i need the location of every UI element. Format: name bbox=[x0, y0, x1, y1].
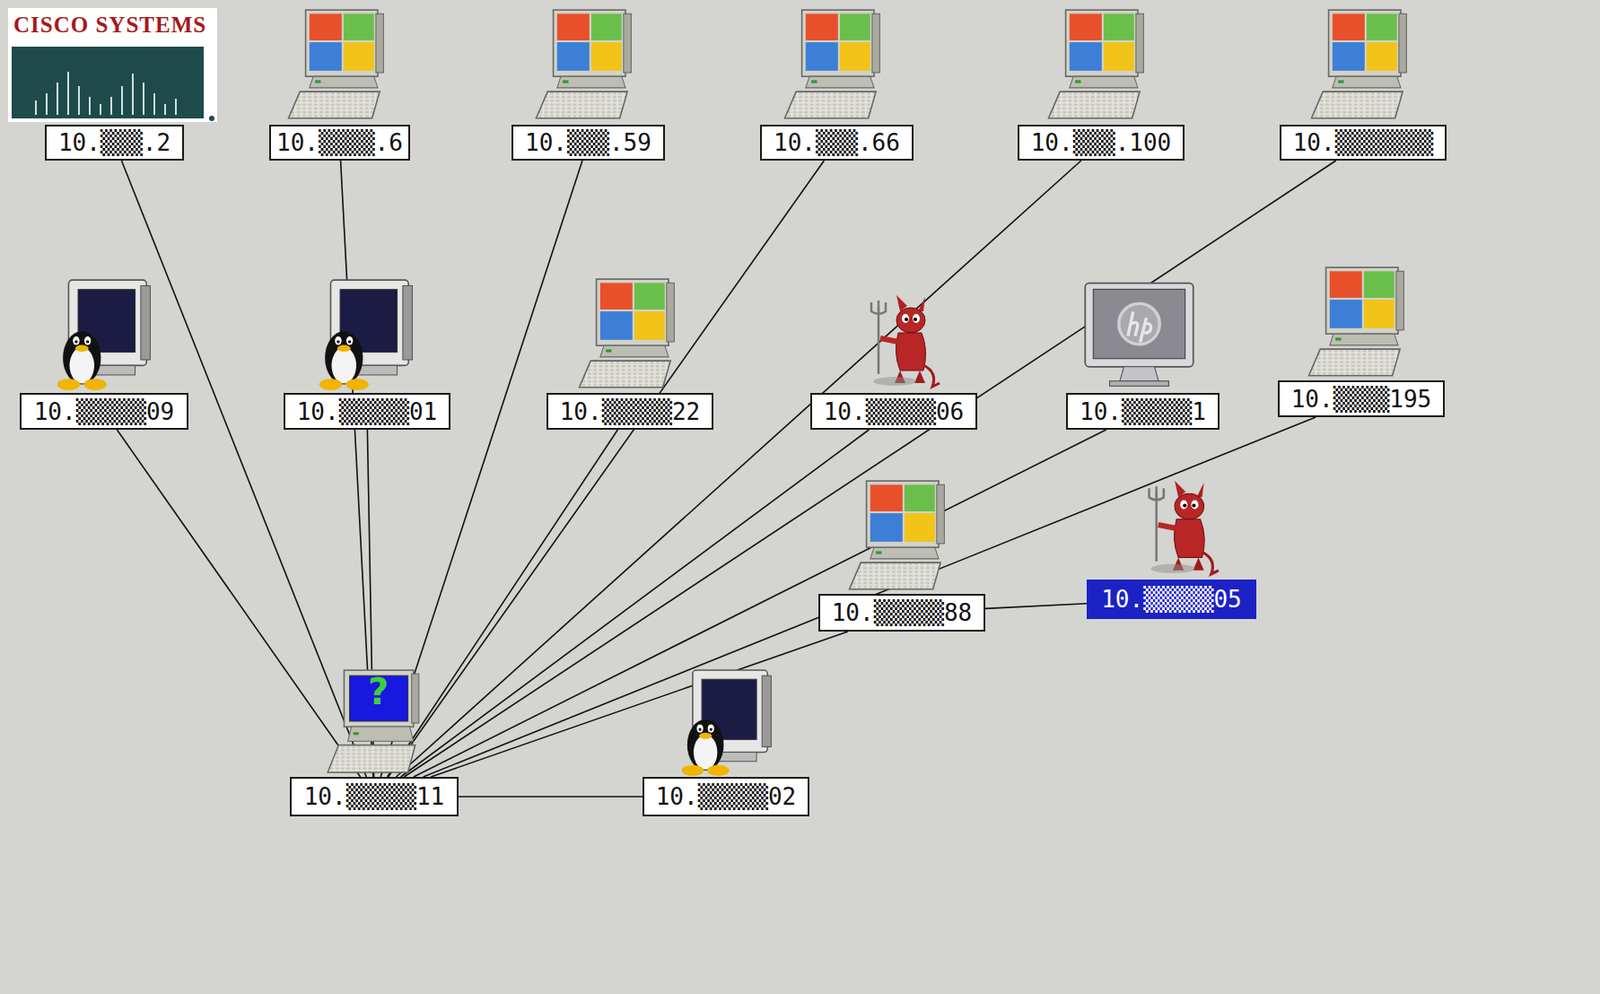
network-link bbox=[413, 429, 1107, 778]
network-link bbox=[430, 631, 849, 778]
ip-address-box: 10.▒▒▒▒.6 bbox=[269, 124, 411, 161]
ip-address-box: 10.▒▒▒.59 bbox=[511, 124, 665, 161]
ip-address-text: 10.▒▒▒▒▒09 bbox=[34, 398, 175, 426]
linux-host-icon bbox=[681, 670, 772, 777]
bsd-host-icon bbox=[871, 295, 940, 387]
ip-address-box: 10.▒▒▒▒▒▒▒ bbox=[1279, 124, 1447, 161]
ip-address-box: 10.▒▒▒▒▒06 bbox=[810, 393, 978, 430]
network-link bbox=[116, 429, 360, 778]
ip-address-text: 10.▒▒▒▒195 bbox=[1291, 385, 1433, 413]
ip-address-text: 10.▒▒▒▒▒11 bbox=[304, 783, 446, 811]
ip-address-text: 10.▒▒▒.66 bbox=[773, 129, 901, 157]
ip-address-text: 10.▒▒▒▒▒01 bbox=[297, 398, 438, 426]
windows-host-icon bbox=[1311, 9, 1408, 119]
ip-address-text: 10.▒▒▒▒▒22 bbox=[559, 398, 701, 426]
windows-host-icon bbox=[288, 9, 385, 119]
unknown-os-mark: ? bbox=[367, 671, 389, 713]
network-link bbox=[401, 429, 870, 778]
ip-address-text: 10.▒▒▒▒▒88 bbox=[831, 599, 973, 627]
windows-host-icon bbox=[536, 9, 632, 119]
ip-address-box: 10.▒▒▒▒▒02 bbox=[642, 777, 810, 817]
ip-address-box: 10.▒▒▒.2 bbox=[44, 124, 184, 161]
linux-host-icon bbox=[57, 279, 151, 391]
windows-host-icon bbox=[1049, 9, 1145, 119]
network-link bbox=[395, 160, 1081, 778]
unknown-host-icon bbox=[327, 670, 420, 773]
windows-host-icon bbox=[849, 480, 945, 590]
network-link bbox=[387, 429, 619, 778]
ip-address-box: 10.▒▒▒▒▒1 bbox=[1066, 393, 1220, 430]
network-link bbox=[121, 160, 367, 778]
ip-address-box: 10.▒▒▒.66 bbox=[760, 124, 914, 161]
ip-address-box: 10.▒▒▒▒▒22 bbox=[546, 393, 714, 430]
windows-host-icon bbox=[1309, 267, 1405, 376]
ip-address-text: 10.▒▒▒▒▒05 bbox=[1101, 585, 1242, 613]
ip-address-text: 10.▒▒▒.2 bbox=[58, 129, 171, 157]
network-link bbox=[388, 160, 825, 778]
vendor-logo-text: CISCO SYSTEMS bbox=[13, 12, 207, 38]
network-link bbox=[403, 160, 1337, 778]
network-link bbox=[458, 795, 643, 798]
ip-address-text: 10.▒▒▒▒▒06 bbox=[823, 398, 965, 426]
ip-address-box: 10.▒▒▒▒▒88 bbox=[818, 594, 986, 632]
ip-address-text: 10.▒▒▒▒.6 bbox=[276, 129, 403, 157]
ip-address-box: 10.▒▒▒▒▒09 bbox=[19, 393, 189, 430]
ip-address-text: 10.▒▒▒▒▒▒▒ bbox=[1293, 129, 1434, 157]
ip-address-box: 10.▒▒▒.100 bbox=[1017, 124, 1185, 161]
bsd-host-icon bbox=[1149, 480, 1219, 575]
linux-host-icon bbox=[319, 279, 413, 391]
windows-host-icon bbox=[579, 279, 675, 388]
ip-address-text: 10.▒▒▒.100 bbox=[1031, 129, 1172, 157]
ip-address-text: 10.▒▒▒.59 bbox=[524, 129, 652, 157]
ip-address-text: 10.▒▒▒▒▒1 bbox=[1079, 398, 1207, 426]
ip-address-box: 10.▒▒▒▒195 bbox=[1277, 380, 1445, 418]
ip-address-text: 10.▒▒▒▒▒02 bbox=[655, 783, 797, 811]
cisco-logo bbox=[8, 8, 218, 123]
ip-address-box: 10.▒▒▒▒▒01 bbox=[283, 393, 451, 430]
windows-host-icon bbox=[785, 9, 881, 119]
ip-address-box: 10.▒▒▒▒▒05 bbox=[1086, 579, 1257, 620]
ip-address-box: 10.▒▒▒▒▒11 bbox=[289, 777, 459, 817]
hp-host-icon bbox=[1084, 283, 1193, 387]
network-link bbox=[423, 417, 1317, 778]
network-link bbox=[985, 603, 1087, 610]
